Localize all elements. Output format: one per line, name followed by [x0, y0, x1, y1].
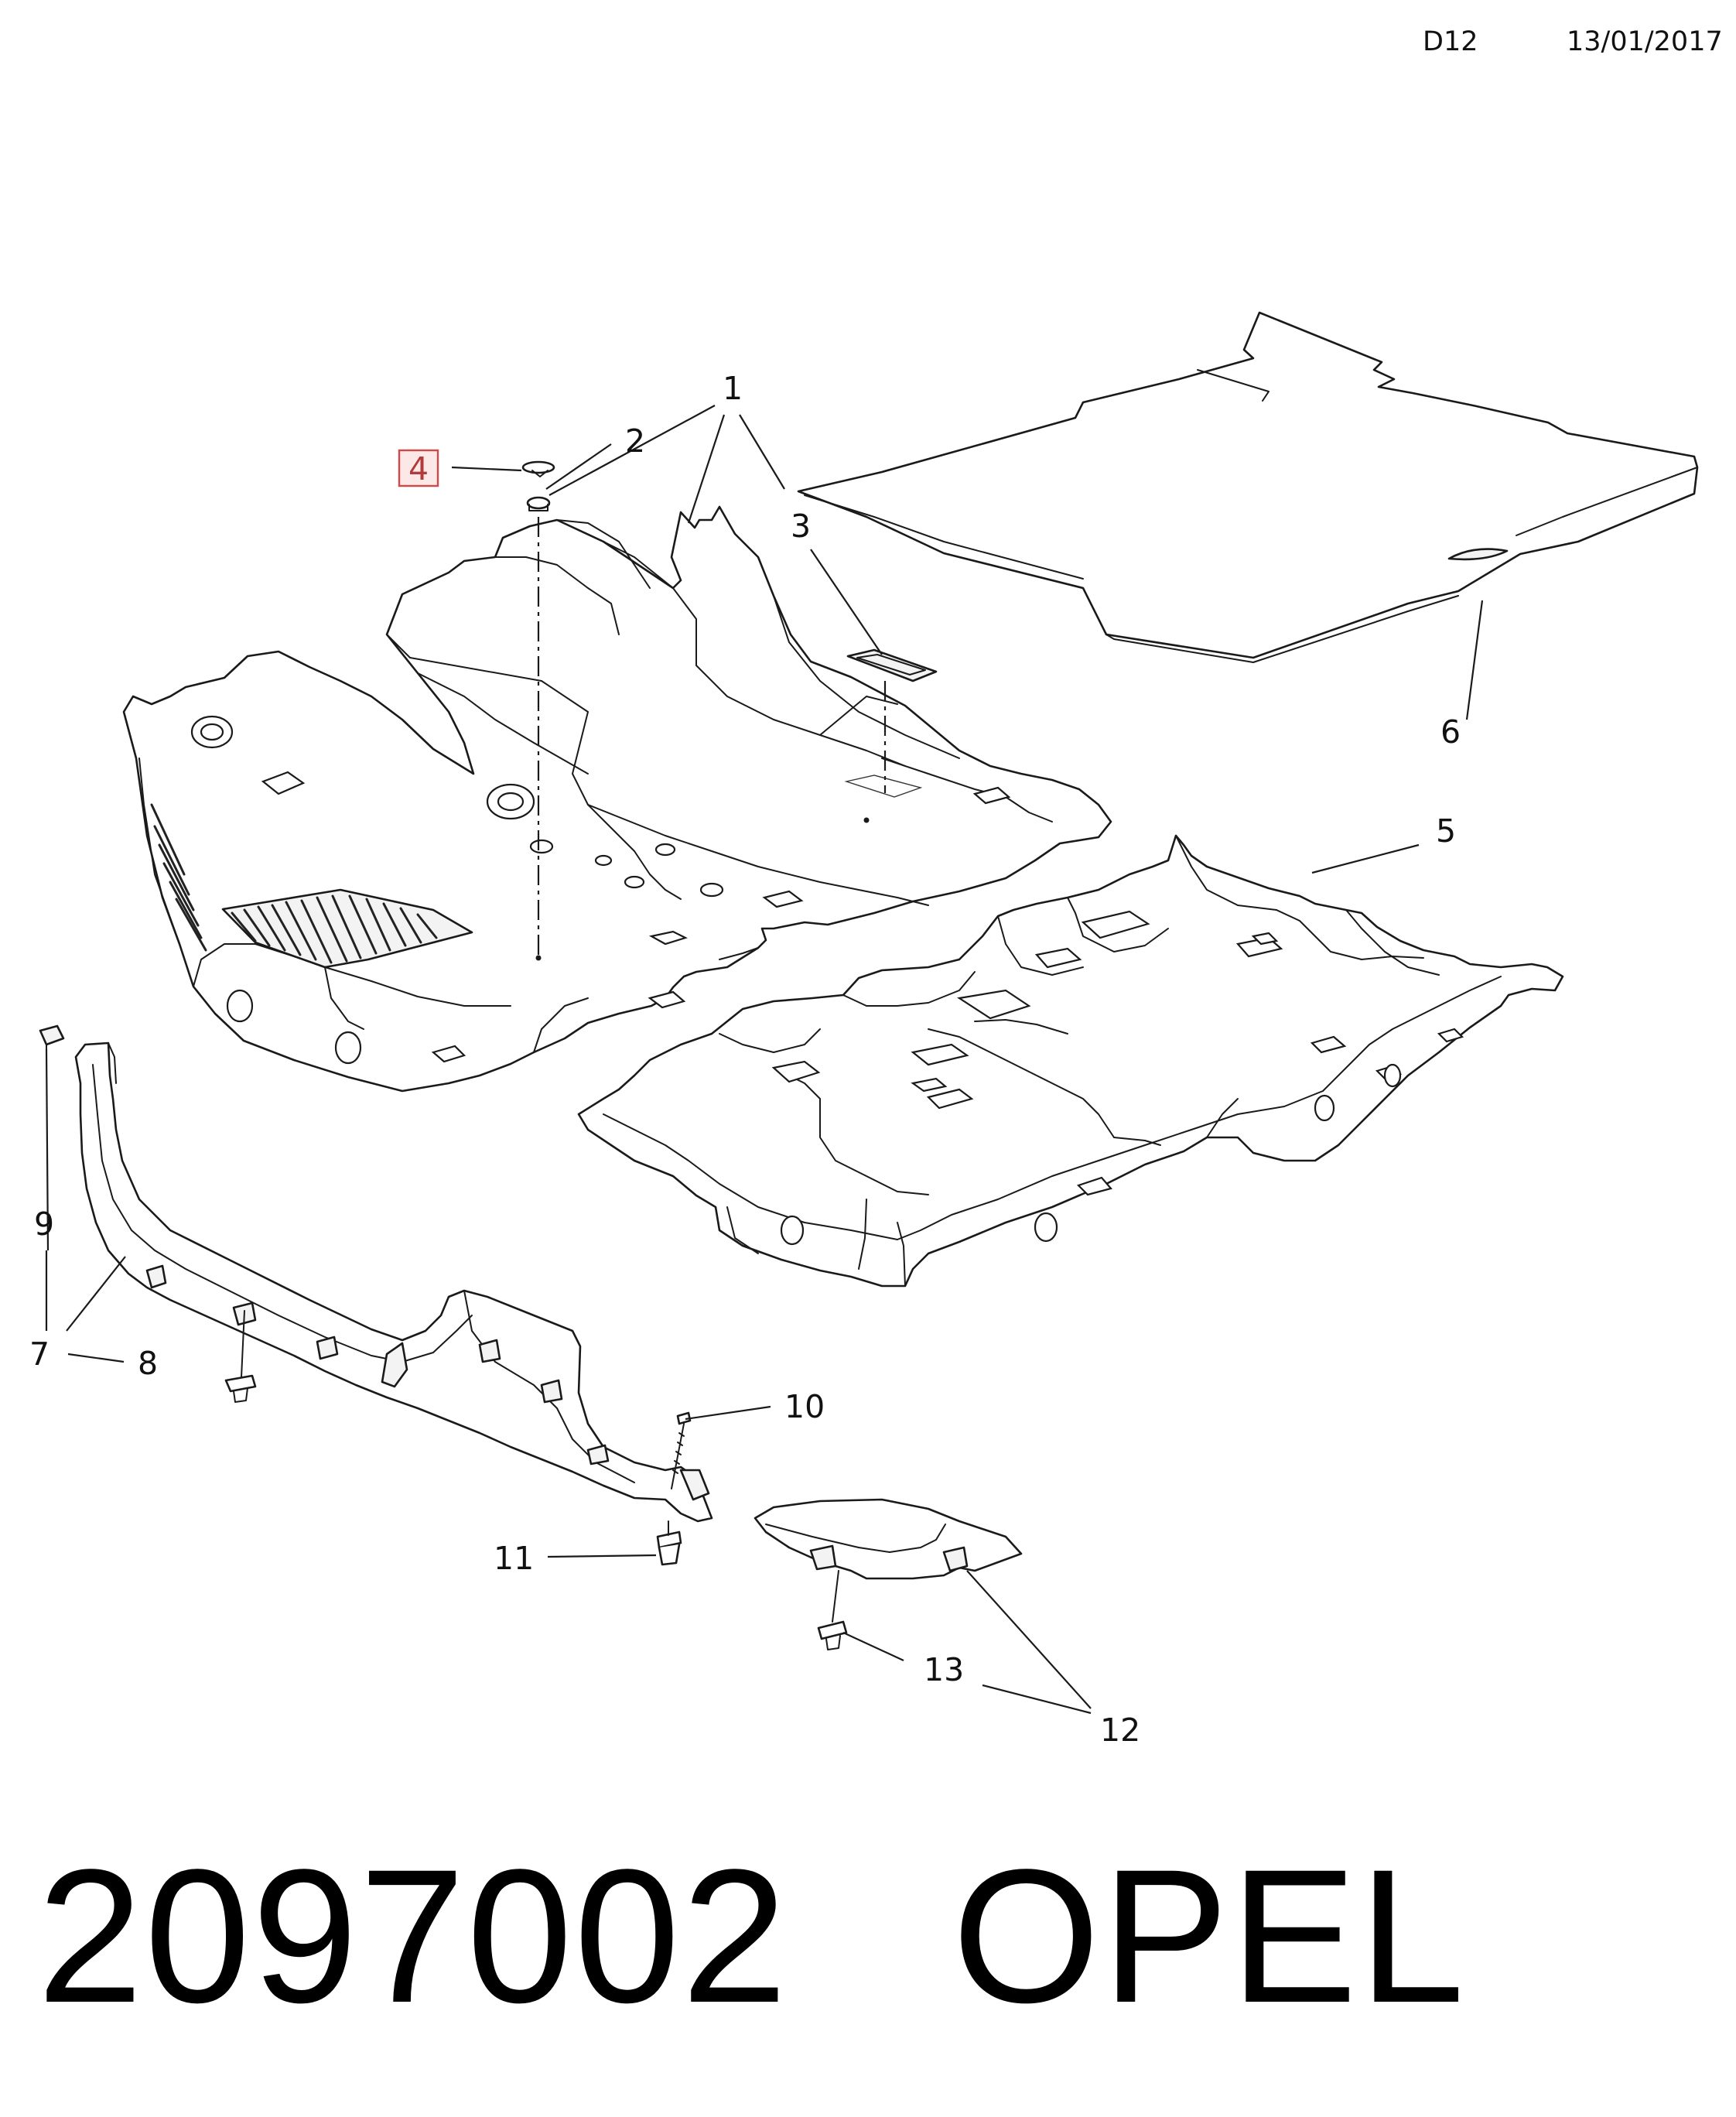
callout-13: 13	[924, 1651, 964, 1688]
part-6-cargo-mat[interactable]	[797, 311, 1699, 663]
part-1-front-floor-carpet[interactable]	[122, 505, 1112, 1093]
part-2-retainer[interactable]	[526, 496, 551, 511]
side-ribs	[150, 803, 207, 952]
diagram-date: 13/01/2017	[1567, 26, 1723, 57]
callout-2: 2	[625, 422, 645, 460]
callout-6: 6	[1440, 713, 1461, 751]
part-10-screw[interactable]	[671, 1411, 692, 1489]
callout-7: 7	[29, 1336, 50, 1373]
leader-lines	[45, 405, 1484, 1715]
callout-11: 11	[494, 1540, 534, 1577]
part-13-clip[interactable]	[817, 1570, 848, 1650]
callout-10: 10	[784, 1388, 825, 1425]
callout-5: 5	[1436, 812, 1456, 850]
callout-4-highlight	[398, 449, 439, 487]
heel-pad-ribs	[231, 894, 438, 964]
callout-9: 9	[34, 1206, 54, 1243]
part-7-sill-trim[interactable]	[74, 1041, 713, 1523]
part-11-retainer[interactable]	[656, 1520, 682, 1566]
callout-3: 3	[791, 508, 811, 545]
part-9-clip[interactable]	[39, 1024, 65, 1055]
callouts: 1 2 3 4 5 6 7 8 9 10 11 12 13	[29, 370, 1461, 1749]
part-4-fastener[interactable]	[521, 460, 555, 477]
callout-8: 8	[138, 1345, 158, 1382]
callout-1: 1	[723, 370, 743, 407]
part-8-push-clip[interactable]	[224, 1310, 257, 1403]
part-5-rear-floor-carpet[interactable]	[577, 834, 1564, 1288]
brand-name: OPEL	[952, 1830, 1467, 2043]
part-12-trim-piece[interactable]	[754, 1498, 1023, 1580]
part-number: 2097002	[37, 1830, 789, 2043]
footer-title: 2097002 OPEL	[37, 1842, 1466, 2032]
callout-12: 12	[1100, 1712, 1140, 1749]
part-3-insert[interactable]	[846, 648, 938, 682]
diagram-code: D12	[1423, 26, 1478, 57]
callout-4[interactable]: 4	[408, 450, 429, 487]
